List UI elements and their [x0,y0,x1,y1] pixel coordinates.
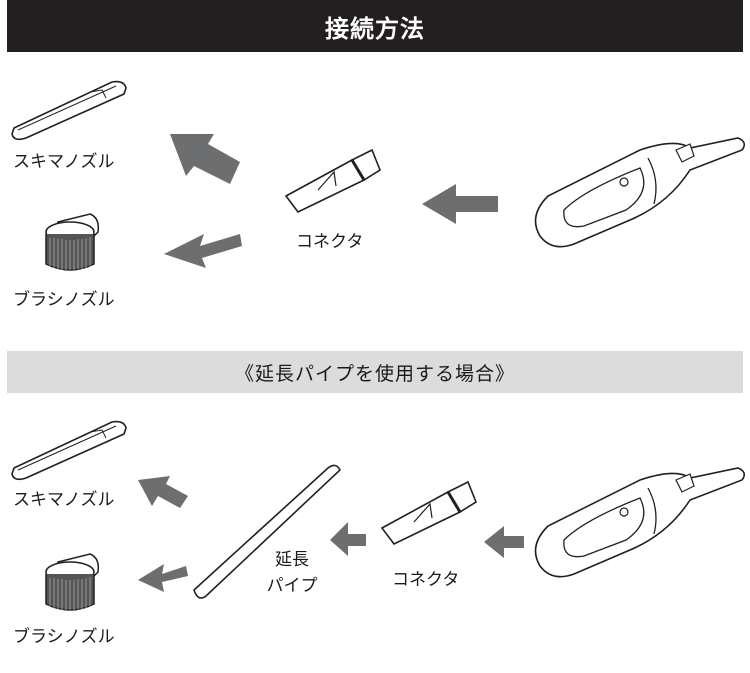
connector-image-2 [380,480,478,546]
arrow-up-left-icon-2 [138,476,188,508]
arrow-up-left-icon [170,134,240,184]
extension-pipe-image [193,464,341,599]
crevice-nozzle-image-2 [11,420,127,481]
extension-pipe-label-line2: パイプ [266,576,318,596]
brush-nozzle-label-2: ブラシノズル [13,627,115,647]
crevice-nozzle-image [11,80,127,141]
vacuum-image-2 [534,467,746,578]
brush-nozzle-label: ブラシノズル [13,290,115,310]
brush-nozzle-image [45,213,100,271]
subtitle: 《延長パイプを使用する場合》 [7,351,743,393]
crevice-nozzle-label-2: スキマノズル [13,490,115,510]
connector-label: コネクタ [296,232,364,252]
arrow-left-icon-2 [484,526,524,558]
page-title: 接続方法 [7,0,743,52]
connector-label-2: コネクタ [392,570,460,590]
arrow-left-icon-3 [330,522,366,556]
crevice-nozzle-label: スキマノズル [13,152,115,172]
connector-image [284,148,382,214]
arrow-left-icon [422,184,498,224]
vacuum-image [534,137,746,248]
brush-nozzle-image-2 [45,553,100,611]
arrow-down-left-icon-2 [138,564,188,592]
extension-pipe-label-line1: 延長 [275,550,309,570]
arrow-down-left-icon [164,234,242,268]
